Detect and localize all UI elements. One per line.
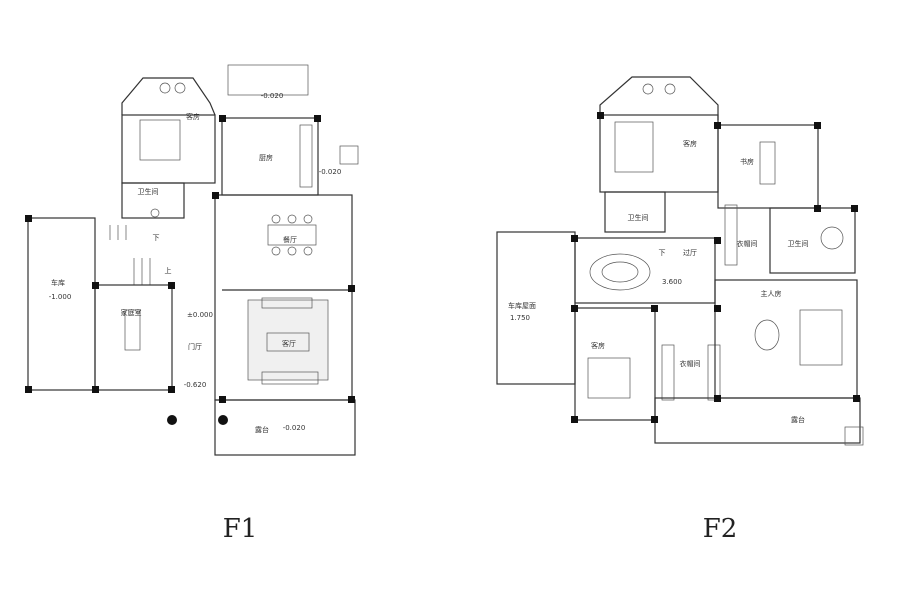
master-room-walls xyxy=(714,279,858,399)
column xyxy=(844,426,864,446)
room-label: 客房 xyxy=(591,341,605,350)
room-label: 书房 xyxy=(740,157,754,166)
wardrobe-icon xyxy=(661,344,675,401)
sofa-icon xyxy=(261,297,313,309)
dining-table-icon xyxy=(267,224,317,246)
room-label: 客房 xyxy=(186,112,200,121)
bathroom-right-walls xyxy=(769,207,856,274)
floor-plan-f1: 客房 厨房 卫生间 餐厅 车库 -1.000 家庭室 ±0.000 门厅 客厅 … xyxy=(25,64,359,544)
spiral-stair-icon xyxy=(589,253,651,291)
room-label: 车库 xyxy=(51,278,65,287)
wardrobe-icon xyxy=(707,344,721,401)
column xyxy=(167,415,177,425)
bed-icon xyxy=(139,119,181,161)
room-label: 车库屋面 xyxy=(508,301,536,310)
toilet-icon xyxy=(150,208,160,218)
room-label: 门厅 xyxy=(188,342,202,351)
column xyxy=(218,415,228,425)
stair-label: 下 xyxy=(659,249,666,257)
counter-icon xyxy=(299,124,313,188)
guest-room-bottom-walls xyxy=(574,307,656,421)
study-walls xyxy=(717,124,819,209)
bathtub-icon xyxy=(820,226,844,250)
elevation-label: -0.020 xyxy=(283,424,306,432)
room-label: 露台 xyxy=(791,415,805,424)
dining-chairs-icon xyxy=(271,214,313,256)
plan-title: F2 xyxy=(703,514,738,544)
wardrobe-icon xyxy=(724,204,738,266)
chair-icon xyxy=(159,82,171,94)
terrace-walls xyxy=(654,397,861,444)
stair-icon xyxy=(109,225,151,285)
room-label: 餐厅 xyxy=(283,235,297,244)
wall-columns xyxy=(571,112,860,423)
room-label: 厨房 xyxy=(259,153,273,162)
bed-icon xyxy=(614,121,654,173)
room-label: 露台 xyxy=(255,425,269,434)
chair-icon xyxy=(664,83,676,95)
bay-window xyxy=(599,76,719,120)
sofa-icon xyxy=(261,371,319,385)
guest-room-top-walls xyxy=(599,114,719,193)
table-icon xyxy=(754,319,780,351)
plan-title: F1 xyxy=(223,514,258,544)
elevation-label: -0.020 xyxy=(261,92,284,100)
stair-label: 上 xyxy=(165,266,172,275)
elevation-label: -0.020 xyxy=(319,168,342,176)
room-label: 客厅 xyxy=(282,339,296,348)
chair-icon xyxy=(174,82,186,94)
bed-icon xyxy=(587,357,631,399)
living-rug-icon xyxy=(247,299,329,381)
terrace-walls xyxy=(214,399,356,456)
column xyxy=(339,145,359,165)
bed-icon xyxy=(799,309,843,366)
bathroom-left-walls xyxy=(604,191,666,233)
coffee-table-icon xyxy=(266,332,310,352)
room-label: 卫生间 xyxy=(788,239,809,248)
elevation-label: 3.600 xyxy=(662,278,682,286)
guest-room-walls xyxy=(121,114,216,184)
room-label: 衣帽间 xyxy=(680,359,701,368)
spiral-stair-core xyxy=(601,261,639,283)
family-room-walls xyxy=(94,284,173,391)
wall-columns xyxy=(25,115,355,403)
room-label: 主人房 xyxy=(761,289,782,298)
bay-window xyxy=(121,77,216,116)
desk-icon xyxy=(124,309,141,351)
garage-walls xyxy=(27,217,96,391)
rear-step xyxy=(227,64,309,96)
room-label: 衣帽间 xyxy=(737,239,758,248)
chair-icon xyxy=(642,83,654,95)
elevation-label: 1.750 xyxy=(510,314,530,322)
room-label: 过厅 xyxy=(683,248,697,257)
stair-hall-walls xyxy=(574,237,716,304)
desk-icon xyxy=(759,141,776,185)
stair-label: 下 xyxy=(153,234,160,242)
room-label: 卫生间 xyxy=(138,187,159,196)
room-label: 家庭室 xyxy=(121,308,142,317)
bathroom-walls xyxy=(121,182,185,219)
room-label: 卫生间 xyxy=(628,213,649,222)
elevation-label: -1.000 xyxy=(49,293,72,301)
floor-plan-f2: 客房 书房 卫生间 过厅 衣帽间 卫生间 3.600 下 车库屋面 1.750 … xyxy=(496,76,864,544)
elevation-label: -0.620 xyxy=(184,381,207,389)
room-label: 客房 xyxy=(683,139,697,148)
elevation-label: ±0.000 xyxy=(187,311,213,319)
